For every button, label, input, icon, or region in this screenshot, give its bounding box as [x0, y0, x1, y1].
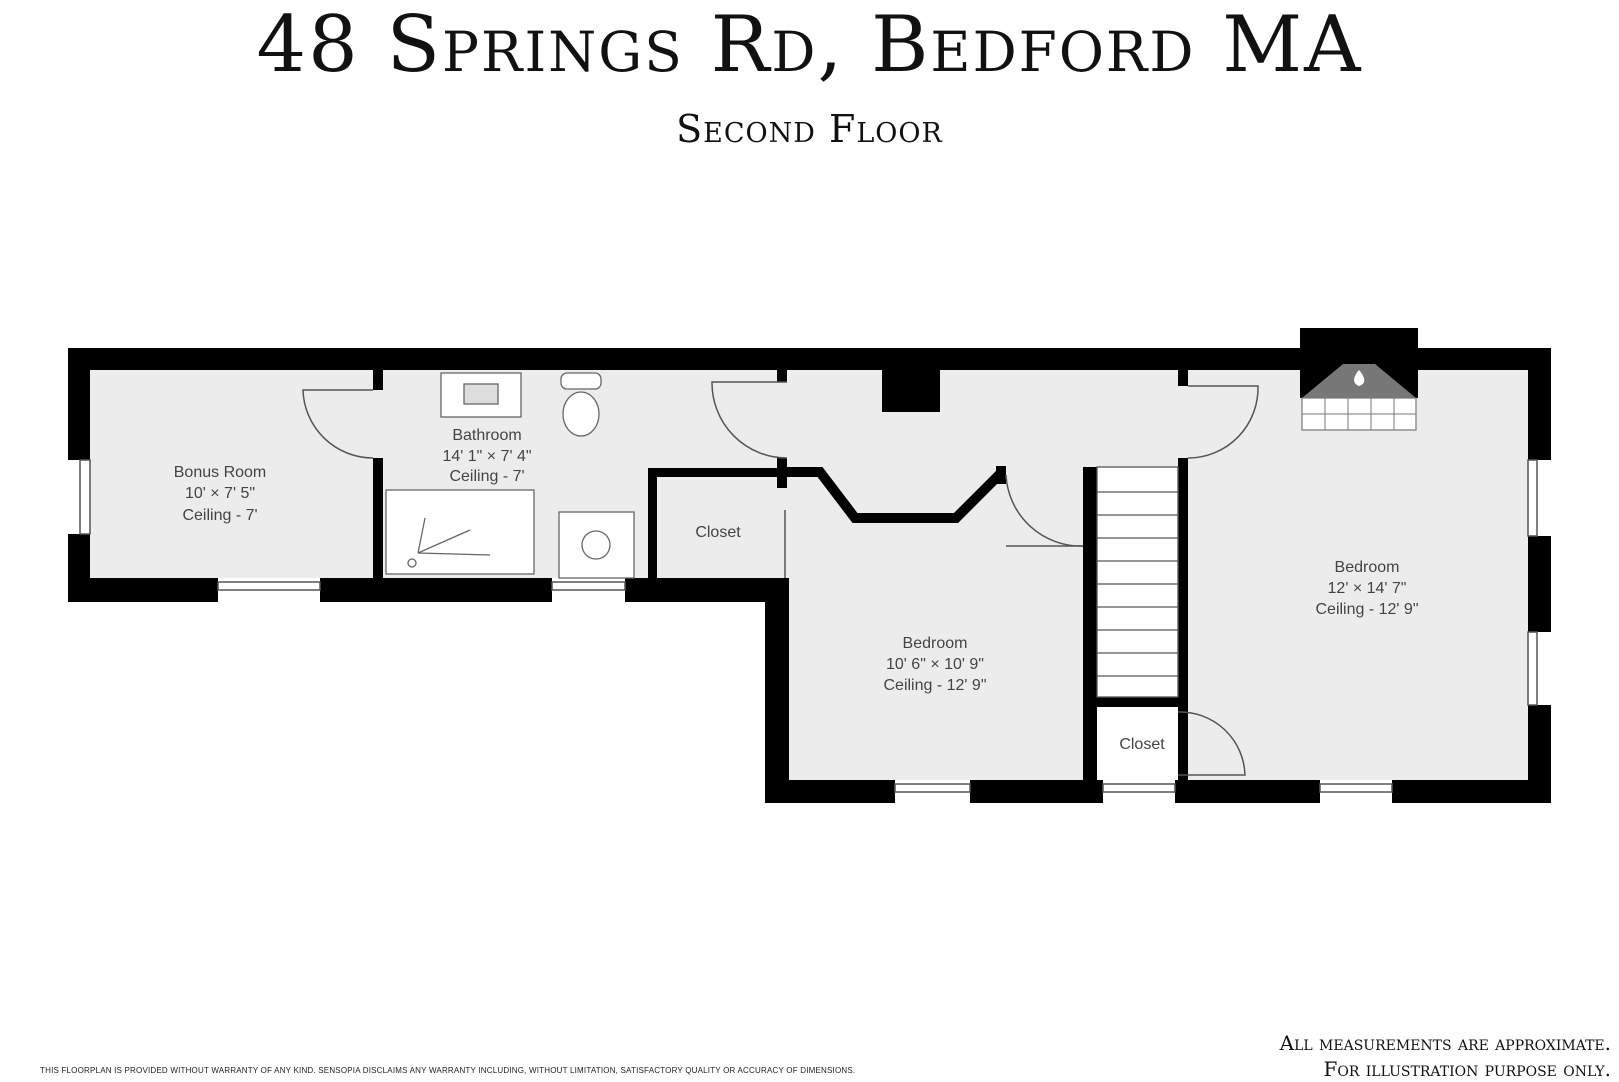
wall-bonus-bath-a	[373, 370, 383, 390]
sink-basin	[463, 383, 499, 405]
window-mid-bedroom	[894, 783, 971, 793]
bedroom-right-dims: 12' × 14' 7"	[1328, 580, 1407, 597]
toilet-tank	[560, 372, 602, 390]
window-right-2	[1527, 631, 1538, 706]
wall-hall-post	[1178, 370, 1188, 386]
wall-right-3	[1528, 705, 1551, 803]
page-title: 48 Springs Rd, Bedford MA	[256, 0, 1363, 90]
door-mid-bedroom	[1005, 474, 1084, 547]
wall-top	[68, 348, 1551, 370]
wall-stair-right	[1178, 458, 1188, 780]
bathroom-ceiling: Ceiling - 7'	[449, 468, 524, 485]
window-right-1	[1527, 459, 1538, 537]
wall-bonus-bath-b	[373, 458, 383, 578]
washer	[558, 511, 635, 579]
fireplace	[1301, 364, 1417, 431]
wall-mid-left	[765, 578, 789, 803]
door-bonus	[302, 389, 374, 459]
angled-hall-wall	[787, 467, 1006, 523]
bathroom-fixtures	[385, 372, 635, 579]
bonus-room-floor	[90, 370, 373, 578]
window-closet	[1102, 783, 1176, 793]
closet-left-name: Closet	[695, 524, 741, 541]
wall-small-post	[777, 370, 787, 382]
bonus-room-name: Bonus Room	[174, 464, 267, 481]
note-line-2: For illustration purpose only.	[1323, 1057, 1612, 1081]
wall-bottom-1	[68, 578, 218, 602]
note-line-1: All measurements are approximate.	[1279, 1031, 1611, 1055]
doors	[302, 381, 1259, 776]
disclaimer-text: THIS FLOORPLAN IS PROVIDED WITHOUT WARRA…	[40, 1066, 856, 1075]
floor-subtitle: Second Floor	[676, 107, 943, 151]
chimney-block	[882, 370, 940, 412]
window-bath	[551, 581, 626, 591]
wall-closet-left	[648, 468, 657, 580]
bonus-room-dims: 10' × 7' 5"	[185, 485, 255, 502]
wall-bottom-5	[970, 780, 1103, 803]
bathroom-dims: 14' 1" × 7' 4"	[442, 448, 531, 465]
window-bonus	[217, 581, 321, 591]
bonus-room-ceiling: Ceiling - 7'	[182, 507, 257, 524]
wall-right-1	[1528, 348, 1551, 460]
bedroom-mid-name: Bedroom	[903, 635, 968, 652]
door-hall-right	[1187, 385, 1259, 459]
window-left	[79, 459, 91, 535]
bedroom-mid-dims: 10' 6" × 10' 9"	[886, 656, 984, 673]
stairs	[1096, 466, 1179, 698]
wall-bottom-6	[1175, 780, 1320, 803]
windows	[79, 459, 1538, 793]
window-right-bottom	[1319, 783, 1393, 793]
bathroom-name: Bathroom	[452, 427, 521, 444]
walls	[68, 328, 1551, 803]
wall-closet-top	[648, 468, 818, 477]
bedroom-right-name: Bedroom	[1335, 559, 1400, 576]
stair-well	[1096, 466, 1179, 698]
toilet-bowl	[562, 391, 600, 437]
wall-left-upper	[68, 348, 90, 460]
closet-right-name: Closet	[1119, 736, 1165, 753]
wall-right-2	[1528, 536, 1551, 632]
bedroom-mid-ceiling: Ceiling - 12' 9"	[883, 677, 986, 694]
door-right-closet	[1177, 711, 1246, 776]
wall-bottom-7	[1392, 780, 1551, 803]
wall-closet-post	[777, 458, 787, 488]
flame-icon	[1354, 370, 1365, 386]
measurement-note: All measurements are approximate. For il…	[1280, 1030, 1611, 1082]
floor-areas	[90, 370, 1528, 780]
wall-bottom-2	[320, 578, 552, 602]
bedroom-right-ceiling: Ceiling - 12' 9"	[1315, 601, 1418, 618]
wall-door-jamb	[996, 466, 1006, 484]
wall-bottom-3	[625, 578, 788, 602]
door-hall-left	[711, 381, 788, 459]
wall-stair-left	[1083, 467, 1097, 780]
right-bedroom-floor	[1188, 370, 1528, 780]
wall-bottom-4	[765, 780, 895, 803]
wall-stair-bottom	[1083, 697, 1188, 707]
